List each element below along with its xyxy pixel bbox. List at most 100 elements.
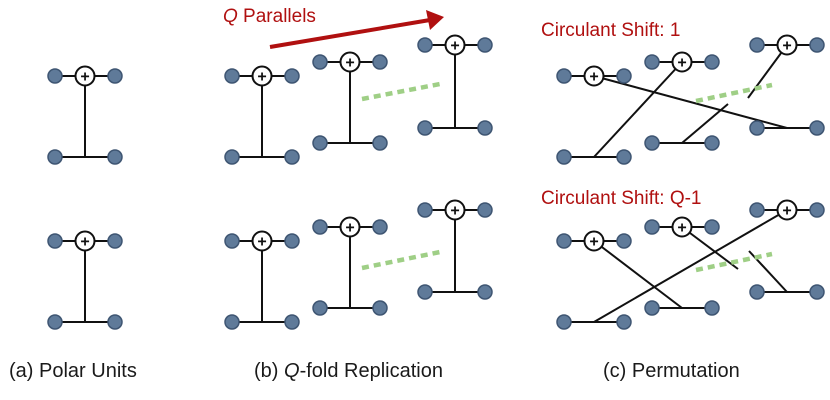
bit-node	[616, 68, 632, 84]
xor-node	[251, 65, 273, 87]
bit-node	[556, 233, 572, 249]
bit-node	[704, 54, 720, 70]
bit-node	[47, 233, 63, 249]
bit-node	[224, 314, 240, 330]
bit-node	[372, 300, 388, 316]
bit-node	[749, 284, 765, 300]
xor-node	[583, 230, 605, 252]
bit-node	[616, 233, 632, 249]
bit-node	[224, 233, 240, 249]
caption-b-rest: -fold Replication	[299, 360, 443, 382]
wire	[681, 103, 729, 144]
xor-symbol: +	[450, 203, 459, 220]
bit-node	[372, 135, 388, 151]
bit-node	[224, 68, 240, 84]
bit-node	[644, 54, 660, 70]
bit-node	[312, 300, 328, 316]
bit-node	[107, 233, 123, 249]
xor-node	[671, 51, 693, 73]
bit-node	[644, 219, 660, 235]
wire	[593, 61, 683, 158]
parallels-text: Parallels	[237, 6, 316, 27]
xor-symbol: +	[782, 203, 791, 220]
bit-node	[809, 284, 825, 300]
wire	[593, 240, 683, 309]
bit-node	[477, 120, 493, 136]
bit-node	[749, 120, 765, 136]
bit-node	[644, 300, 660, 316]
bit-node	[107, 149, 123, 165]
q-parallels-label: Q Parallels	[223, 6, 316, 28]
bit-node	[284, 233, 300, 249]
xor-symbol: +	[589, 69, 598, 86]
bit-node	[312, 219, 328, 235]
caption-c: (c) Permutation	[603, 360, 740, 382]
xor-symbol: +	[80, 69, 89, 86]
bit-node	[477, 202, 493, 218]
dashed-ellipsis	[695, 82, 773, 104]
bit-node	[556, 149, 572, 165]
bit-node	[372, 219, 388, 235]
bit-node	[704, 300, 720, 316]
caption-b-q: Q	[284, 360, 300, 382]
circulant-shift-q-minus-1-label: Circulant Shift: Q-1	[541, 188, 702, 209]
bit-node	[417, 284, 433, 300]
bit-node	[47, 68, 63, 84]
bit-node	[704, 135, 720, 151]
xor-symbol: +	[257, 234, 266, 251]
xor-symbol: +	[80, 234, 89, 251]
bit-node	[47, 314, 63, 330]
xor-symbol: +	[450, 38, 459, 55]
xor-symbol: +	[345, 220, 354, 237]
xor-symbol: +	[257, 69, 266, 86]
bit-node	[616, 314, 632, 330]
xor-symbol: +	[589, 234, 598, 251]
xor-symbol: +	[677, 55, 686, 72]
xor-node	[444, 34, 466, 56]
bit-node	[556, 314, 572, 330]
caption-a: (a) Polar Units	[9, 360, 137, 382]
dashed-ellipsis	[361, 81, 441, 102]
wire	[593, 75, 788, 129]
bit-node	[749, 37, 765, 53]
bit-node	[47, 149, 63, 165]
wire	[747, 44, 788, 99]
bit-node	[417, 37, 433, 53]
bit-node	[809, 37, 825, 53]
bit-node	[107, 314, 123, 330]
xor-node	[339, 51, 361, 73]
bit-node	[284, 149, 300, 165]
xor-node	[444, 199, 466, 221]
q-symbol: Q	[223, 6, 238, 27]
bit-node	[809, 202, 825, 218]
xor-node	[671, 216, 693, 238]
xor-node	[776, 199, 798, 221]
bit-node	[284, 68, 300, 84]
bit-node	[809, 120, 825, 136]
xor-node	[251, 230, 273, 252]
caption-b-prefix: (b)	[254, 360, 284, 382]
dashed-ellipsis	[695, 251, 773, 273]
bit-node	[556, 68, 572, 84]
bit-node	[312, 135, 328, 151]
wire	[593, 209, 788, 323]
bit-node	[704, 219, 720, 235]
bit-node	[477, 37, 493, 53]
bit-node	[417, 202, 433, 218]
q-parallels-arrowhead	[426, 10, 444, 30]
bit-node	[107, 68, 123, 84]
bit-node	[417, 120, 433, 136]
xor-symbol: +	[677, 220, 686, 237]
caption-b: (b) Q-fold Replication	[254, 360, 443, 383]
bit-node	[477, 284, 493, 300]
bit-node	[644, 135, 660, 151]
xor-symbol: +	[345, 55, 354, 72]
q-parallels-arrow-shaft	[269, 18, 431, 49]
bit-node	[224, 149, 240, 165]
bit-node	[616, 149, 632, 165]
bit-node	[284, 314, 300, 330]
xor-node	[583, 65, 605, 87]
bit-node	[372, 54, 388, 70]
xor-node	[74, 230, 96, 252]
